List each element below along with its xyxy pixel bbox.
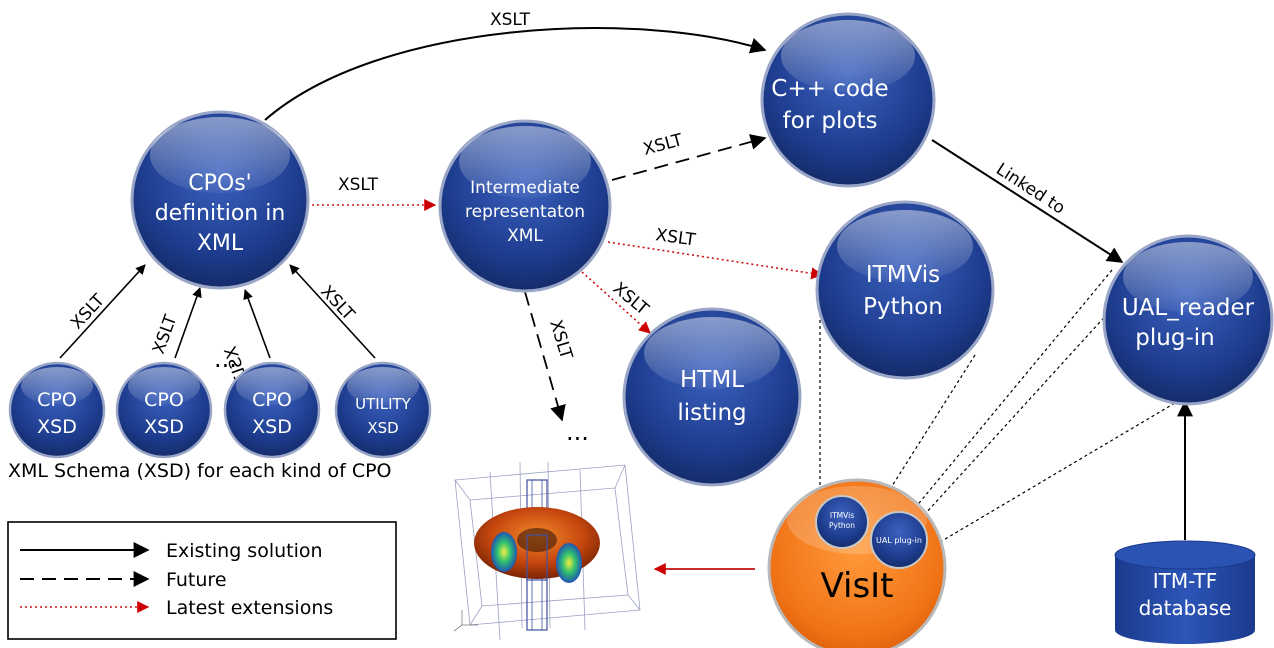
edge-label-utility: XSLT [316,282,358,325]
intermediate-line-2: representaton [465,202,585,222]
html-line-1: HTML [680,367,744,393]
edge-xsd3 [243,289,271,359]
edge-label-cpp-to-ual: Linked to [992,159,1068,218]
xsd3-line-1: CPO [252,389,292,411]
xsd2-line-1: CPO [144,389,184,411]
node-html-listing: HTML listing [622,307,802,487]
legend-existing-label: Existing solution [166,540,323,562]
visit-ual-bubble: UAL plug-in [870,511,928,569]
cpos-line-1: CPOs' [188,171,251,196]
itmvis-line-1: ITMVis [866,262,940,288]
legend: Existing solution Future Latest extensio… [7,521,397,640]
edge-intermediate-to-itmvis [607,241,824,280]
utility-line-1: UTILITY [355,395,412,413]
edge-intermediate-to-more [524,291,566,422]
edge-intermediate-to-html [581,271,651,334]
db-line-1: ITM-TF [1153,569,1217,593]
edge-label-intermediate-to-itmvis: XSLT [654,225,697,250]
node-ual-reader: UAL_reader plug-in [1102,234,1274,406]
node-intermediate: Intermediate representaton XML [438,119,612,293]
visit-ual-label: UAL plug-in [876,536,922,545]
edge-xsd2 [174,287,202,359]
xsd-caption: XML Schema (XSD) for each kind of CPO [8,460,392,482]
edge-intermediate-to-cpp [611,134,767,181]
ual-line-1: UAL_reader [1122,295,1255,321]
xsd1-line-1: CPO [37,389,77,411]
html-line-2: listing [677,400,746,426]
node-utility-xsd: UTILITY XSD [334,361,432,459]
node-cpo-xsd-1: CPO XSD [8,361,106,459]
xsd1-line-2: XSD [37,416,77,438]
cpos-line-3: XML [197,231,244,256]
node-cpo-xsd-3: CPO XSD [223,361,321,459]
visit-label: VisIt [820,566,893,606]
ellipsis-xsd: ... [214,345,237,373]
ellipsis-more: ... [566,418,589,446]
cpp-line-2: for plots [783,108,878,134]
edge-label-intermediate-to-more: XSLT [545,318,576,363]
edge-utility [289,264,376,359]
visit-itmvis-line-2: Python [829,521,855,530]
xsd2-line-2: XSD [144,416,184,438]
legend-future-label: Future [166,569,227,591]
node-cpo-xsd-2: CPO XSD [115,361,213,459]
visit-itmvis-bubble: ITMVis Python [815,495,869,549]
db-line-2: database [1139,596,1232,620]
visit-connectors [819,269,1181,549]
node-visit: VisIt ITMVis Python UAL plug-in [767,478,947,648]
ual-line-2: plug-in [1135,325,1214,351]
edge-xsd1 [59,264,146,359]
legend-latest-label: Latest extensions [166,597,333,619]
visit-itmvis-line-1: ITMVis [830,511,854,520]
itmvis-line-2: Python [863,294,943,320]
utility-line-2: XSD [367,419,398,437]
xsd3-line-2: XSD [252,416,292,438]
cpos-line-2: definition in [155,201,286,226]
intermediate-line-1: Intermediate [470,178,580,198]
edge-label-xsd2: XSLT [149,312,182,357]
edge-label-intermediate-to-cpp: XSLT [641,130,685,160]
node-cpp-code: C++ code for plots [760,12,936,188]
tokamak-render-image [453,461,641,641]
edge-cpp-to-ual [931,139,1124,263]
edge-top-arc [264,27,767,121]
edge-label-top-arc: XSLT [490,10,531,30]
node-itmvis-python: ITMVis Python [815,200,995,380]
database-cylinder: ITM-TF database [1114,540,1256,644]
edge-label-cpos-to-intermediate: XSLT [338,175,379,195]
cpp-line-1: C++ code [771,76,888,102]
node-cpos-definition: CPOs' definition in XML [130,110,310,290]
edge-label-intermediate-to-html: XSLT [609,279,653,320]
intermediate-line-3: XML [507,226,543,246]
